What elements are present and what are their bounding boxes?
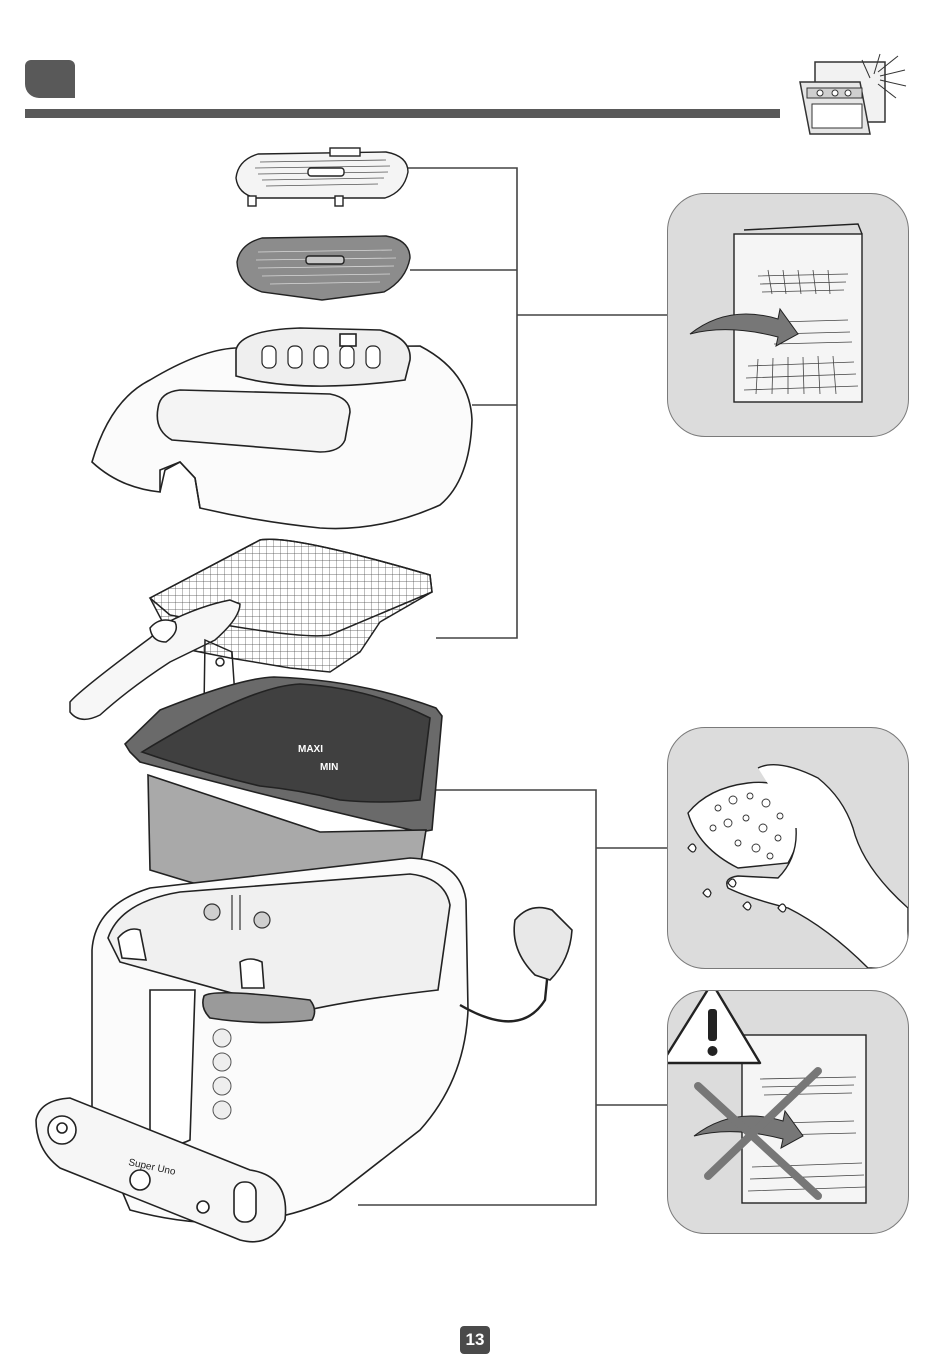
min-marking: MIN xyxy=(320,762,338,773)
dishwasher-allowed-panel xyxy=(667,193,909,437)
page-number: 13 xyxy=(460,1326,490,1354)
dishwasher-prohibited-panel xyxy=(667,990,909,1234)
dishwasher-prohibited-icon xyxy=(668,991,908,1233)
max-marking: MAXI xyxy=(298,744,323,755)
sponge-cleaning-icon xyxy=(668,728,908,968)
lid xyxy=(92,328,472,529)
sponge-cleaning-panel xyxy=(667,727,909,969)
warning-triangle-icon xyxy=(668,991,760,1063)
fryer-base: Super Uno xyxy=(36,858,572,1242)
filter-cover-top xyxy=(236,148,408,206)
filter-grid-dark xyxy=(237,236,410,300)
dishwasher-allowed-icon xyxy=(668,194,908,436)
